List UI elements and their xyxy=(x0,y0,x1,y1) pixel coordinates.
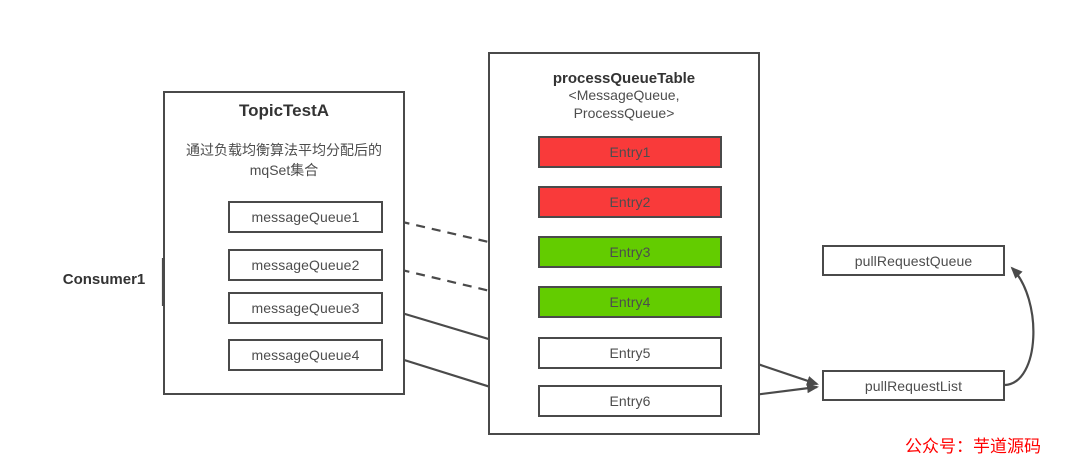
pull-request-queue[interactable]: pullRequestQueue xyxy=(822,245,1005,276)
consumer-label: Consumer1 xyxy=(62,271,146,288)
message-queue-1[interactable]: messageQueue1 xyxy=(228,201,383,233)
entry-4[interactable]: Entry4 xyxy=(538,286,722,318)
edge-pullrequestlist-pullrequestqueue xyxy=(1004,266,1035,387)
message-queue-2[interactable]: messageQueue2 xyxy=(228,249,383,281)
message-queue-4[interactable]: messageQueue4 xyxy=(228,339,383,371)
entry-3[interactable]: Entry3 xyxy=(538,236,722,268)
entry-5[interactable]: Entry5 xyxy=(538,337,722,369)
topic-title: TopicTestA xyxy=(238,101,330,120)
entry-2[interactable]: Entry2 xyxy=(538,186,722,218)
topic-subtitle: 通过负载均衡算法平均分配后的 mqSet集合 xyxy=(186,142,382,178)
watermark-text: 公众号：芋道源码 xyxy=(905,437,1041,457)
entry-6[interactable]: Entry6 xyxy=(538,385,722,417)
process-queue-table-title: processQueueTable xyxy=(552,70,696,87)
pull-request-list[interactable]: pullRequestList xyxy=(822,370,1005,401)
entry-1[interactable]: Entry1 xyxy=(538,136,722,168)
message-queue-3[interactable]: messageQueue3 xyxy=(228,292,383,324)
process-queue-table-generic-types: <MessageQueue, ProcessQueue> xyxy=(568,87,680,121)
